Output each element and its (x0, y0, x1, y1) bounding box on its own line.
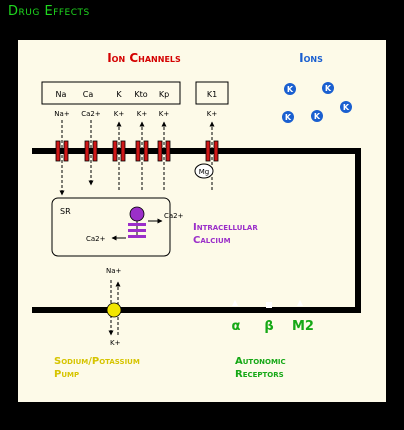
svg-text:K: K (325, 84, 332, 93)
svg-text:K: K (343, 103, 350, 112)
potassium-ion (282, 111, 294, 123)
membrane-channels (55, 140, 219, 162)
sr-label: SR (60, 207, 71, 216)
k1-label-box (195, 81, 229, 105)
potassium-ion (340, 101, 352, 113)
mg-label: Mg (199, 168, 209, 176)
current-label-k: K+ (114, 110, 125, 118)
pump-na-label: Na+ (106, 267, 122, 275)
channel-label-kp: Kp (159, 90, 169, 99)
cell-diagram: Ion Channels Ions Na Ca K Kto Kp K1 K K … (32, 51, 361, 380)
autonomic-receptors-line2: Receptors (235, 369, 284, 380)
k-channel (112, 140, 118, 162)
svg-text:K: K (314, 112, 321, 121)
intracellular-calcium-line2: Calcium (193, 235, 231, 246)
diagram-panel: Ion Channels Ions Na Ca K Kto Kp K1 K K … (18, 40, 386, 402)
svg-text:K: K (285, 113, 292, 122)
autonomic-receptors-line1: Autonomic (235, 356, 286, 367)
beta-receptor (266, 302, 272, 308)
ions-heading: Ions (299, 51, 323, 65)
ca-channel (84, 140, 90, 162)
potassium-ion (322, 82, 334, 94)
pump-k-label: K+ (110, 339, 121, 347)
potassium-ion (311, 110, 323, 122)
current-label-ca: Ca2+ (81, 110, 101, 118)
receptor-alpha: α (232, 319, 241, 334)
potassium-ions: K K K K K (282, 82, 352, 123)
ion-channels-heading: Ion Channels (107, 51, 181, 65)
current-label-k1: K+ (207, 110, 218, 118)
receptor-beta: β (264, 319, 273, 334)
receptor-markers (232, 300, 303, 308)
page-title: Drug Effects (8, 4, 90, 19)
receptor-m2: M2 (292, 319, 314, 334)
channel-label-box (41, 81, 181, 105)
k1-channel (205, 140, 211, 162)
ca-uptake-label: Ca2+ (86, 235, 106, 243)
current-label-na: Na+ (54, 110, 70, 118)
sarcoplasmic-reticulum (51, 197, 171, 257)
channel-label-ca: Ca (83, 90, 94, 99)
m2-receptor (297, 300, 303, 306)
current-label-kp: K+ (159, 110, 170, 118)
alpha-receptor (232, 300, 238, 306)
calcium-release-channel (128, 206, 146, 238)
channel-label-na: Na (56, 90, 67, 99)
pump-title-line2: Pump (54, 369, 79, 380)
channel-label-kto: Kto (134, 90, 147, 99)
mg-block (194, 163, 214, 179)
kto-channel (135, 140, 141, 162)
cell-membrane (32, 148, 361, 313)
channel-label-k1: K1 (207, 90, 217, 99)
current-label-kto: K+ (137, 110, 148, 118)
channel-label-k: K (116, 90, 122, 99)
na-channel (55, 140, 61, 162)
kp-channel (157, 140, 163, 162)
svg-text:K: K (287, 85, 294, 94)
intracellular-calcium-line1: Intracellular (193, 222, 258, 233)
pump-title-line1: Sodium/Potassium (54, 356, 140, 367)
ca-release-label: Ca2+ (164, 212, 184, 220)
sodium-potassium-pump (106, 302, 122, 318)
potassium-ion (284, 83, 296, 95)
